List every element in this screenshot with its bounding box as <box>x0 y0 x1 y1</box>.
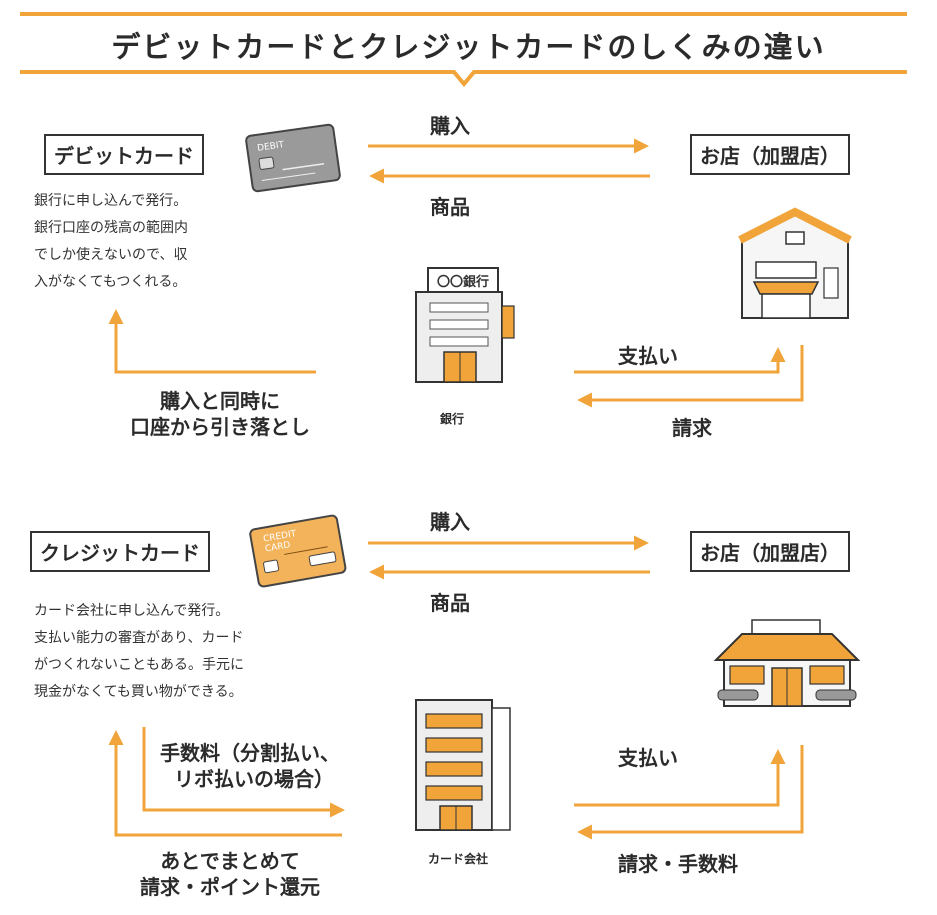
credit-fee-line: 手数料（分割払い、 <box>160 741 340 765</box>
debit-purchase-label: 購入 <box>430 114 470 138</box>
credit-description: カード会社に申し込んで発行。 支払い能力の審査があり、カード がつくれないことも… <box>34 598 324 706</box>
credit-purchase-label: 購入 <box>430 510 470 534</box>
debit-description-line: でしか使えないので、収 <box>34 247 188 263</box>
credit-description-line: カード会社に申し込んで発行。 <box>34 603 230 619</box>
card-company-illustration <box>415 699 511 831</box>
credit-store-illustration <box>713 619 861 707</box>
debit-card-box: デビットカード <box>44 134 204 175</box>
debit-billing-label: 請求 <box>672 416 712 440</box>
credit-fee-line: リボ払いの場合） <box>174 767 334 791</box>
debit-store-box: お店（加盟店） <box>690 134 850 175</box>
credit-card-face-line2: CARD <box>264 540 291 554</box>
debit-withdraw-line: 購入と同時に <box>160 389 280 413</box>
credit-fee-label: 手数料（分割払い、 リボ払いの場合） <box>160 740 340 792</box>
debit-goods-label: 商品 <box>430 195 470 219</box>
title-frame <box>20 12 907 88</box>
credit-description-line: 現金がなくても買い物ができる。 <box>34 684 243 700</box>
debit-card-illustration: DEBIT <box>245 123 341 193</box>
debit-billing-arrow <box>577 345 804 408</box>
credit-card-illustration: CREDIT CARD <box>249 514 347 588</box>
credit-later-line: 請求・ポイント還元 <box>140 875 320 899</box>
debit-store-illustration <box>738 207 852 319</box>
debit-withdraw-label: 購入と同時に 口座から引き落とし <box>94 388 346 440</box>
bank-caption: 銀行 <box>440 412 465 426</box>
debit-description-line: 銀行に申し込んで発行。 <box>34 193 188 209</box>
bank-sign-text: 〇〇銀行 <box>437 274 489 290</box>
credit-later-line: あとでまとめて <box>160 849 300 873</box>
credit-later-label: あとでまとめて 請求・ポイント還元 <box>104 848 356 900</box>
credit-description-line: 支払い能力の審査があり、カード <box>34 630 244 646</box>
debit-withdraw-arrow <box>108 309 316 374</box>
credit-later-arrow <box>108 730 342 837</box>
credit-fee-arrow <box>142 727 345 818</box>
credit-description-line: がつくれないこともある。手元に <box>34 657 244 673</box>
debit-description-line: 入がなくてもつくれる。 <box>34 274 187 290</box>
page-title: デビットカードとクレジットカードのしくみの違い <box>111 30 826 64</box>
debit-description: 銀行に申し込んで発行。 銀行口座の残高の範囲内 でしか使えないので、収 入がなく… <box>34 188 264 296</box>
debit-withdraw-line: 口座から引き落とし <box>130 415 310 439</box>
debit-payment-label: 支払い <box>618 344 678 368</box>
credit-goods-label: 商品 <box>430 591 470 615</box>
debit-description-line: 銀行口座の残高の範囲内 <box>34 220 188 236</box>
debit-payment-arrow <box>574 347 786 374</box>
credit-payment-label: 支払い <box>618 746 678 770</box>
credit-card-box: クレジットカード <box>30 531 210 572</box>
bank-illustration: 〇〇銀行 <box>415 267 515 383</box>
debit-card-face-text: DEBIT <box>257 140 286 154</box>
credit-billing-label: 請求・手数料 <box>618 852 738 876</box>
card-company-caption: カード会社 <box>428 852 489 866</box>
credit-payment-arrow <box>574 749 786 807</box>
credit-store-box: お店（加盟店） <box>690 531 850 572</box>
credit-billing-arrow <box>577 745 804 840</box>
